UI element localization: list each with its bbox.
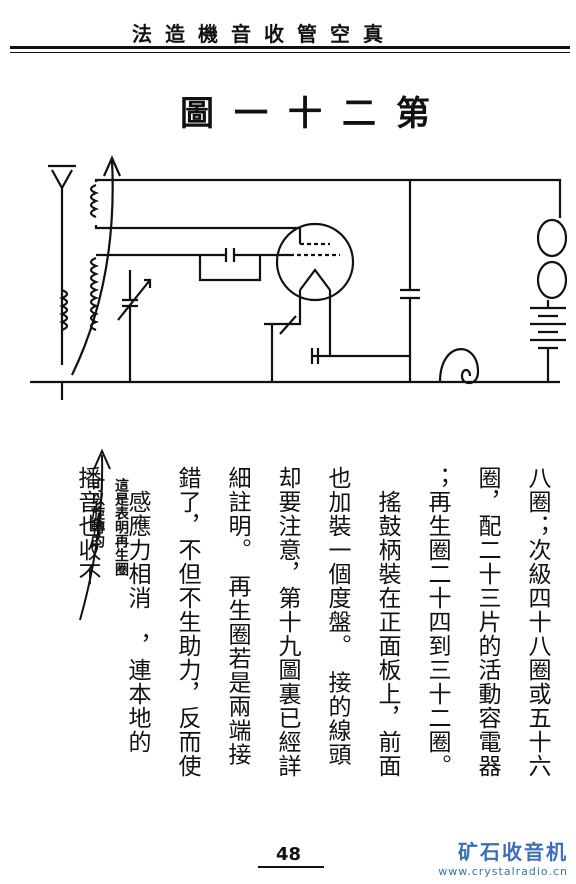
page-number-rule bbox=[258, 866, 324, 868]
body-column-10: 播音也收不 bbox=[74, 466, 100, 586]
body-column-9: 感應力相消 ，連本地的 bbox=[124, 466, 150, 754]
body-text: 八圈；次級四十八圈或五十六 圈，配二十三片的活動容電器 ；再生圈二十四到三十二圈… bbox=[62, 466, 562, 836]
bypass-condenser bbox=[310, 340, 410, 364]
body-column-7: 細註明。 再生圈若是兩端接 bbox=[224, 466, 250, 767]
page-number: 48 bbox=[276, 844, 302, 865]
annotation-line-1: 這是表明再生圈 bbox=[113, 478, 129, 576]
watermark-url: www.crystalradio.cn bbox=[438, 865, 568, 878]
body-column-4: 搖鼓柄裝在正面板上，前面 bbox=[374, 466, 400, 778]
body-column-8: 錯了，不但不生助力，反而使 bbox=[174, 466, 200, 778]
rotating-coil-arrow bbox=[71, 159, 114, 376]
headphone-bottom bbox=[536, 260, 568, 300]
watermark: 矿石收音机 www.crystalradio.cn bbox=[438, 836, 568, 878]
header-rule-thin bbox=[10, 52, 570, 53]
antenna-symbol bbox=[51, 169, 73, 365]
body-column-2: 圈，配二十三片的活動容電器 bbox=[474, 466, 500, 778]
antenna-coil bbox=[59, 288, 69, 332]
page-header: 真空管收音機造法 bbox=[0, 14, 576, 50]
vacuum-tube bbox=[275, 222, 355, 302]
body-column-5: 也加裝一個度盤。 接的線頭 bbox=[324, 466, 350, 767]
battery bbox=[530, 300, 566, 382]
circuit-diagram bbox=[30, 155, 568, 400]
book-title: 真空管收音機造法 bbox=[132, 22, 396, 46]
body-column-3: ；再生圈二十四到三十二圈。 bbox=[424, 466, 450, 778]
figure-title: 第二十一圖 bbox=[180, 94, 450, 134]
loading-coil bbox=[438, 348, 480, 385]
body-column-1: 八圈；次級四十八圈或五十六 bbox=[524, 466, 550, 778]
grid-leak-resistor bbox=[198, 255, 262, 282]
variable-condenser bbox=[122, 270, 138, 380]
rheostat bbox=[264, 315, 302, 350]
header-rule-thick bbox=[10, 46, 570, 49]
secondary-coil bbox=[89, 256, 99, 332]
annotation-line-2: 可以旋轉的 bbox=[89, 478, 105, 548]
watermark-brand: 矿石收音机 bbox=[458, 840, 568, 864]
body-column-6: 却要注意，第十九圖裏已經詳 bbox=[274, 466, 300, 778]
annotation-arrow bbox=[79, 448, 111, 621]
regen-coil bbox=[89, 183, 99, 219]
headphone-top bbox=[536, 218, 568, 258]
